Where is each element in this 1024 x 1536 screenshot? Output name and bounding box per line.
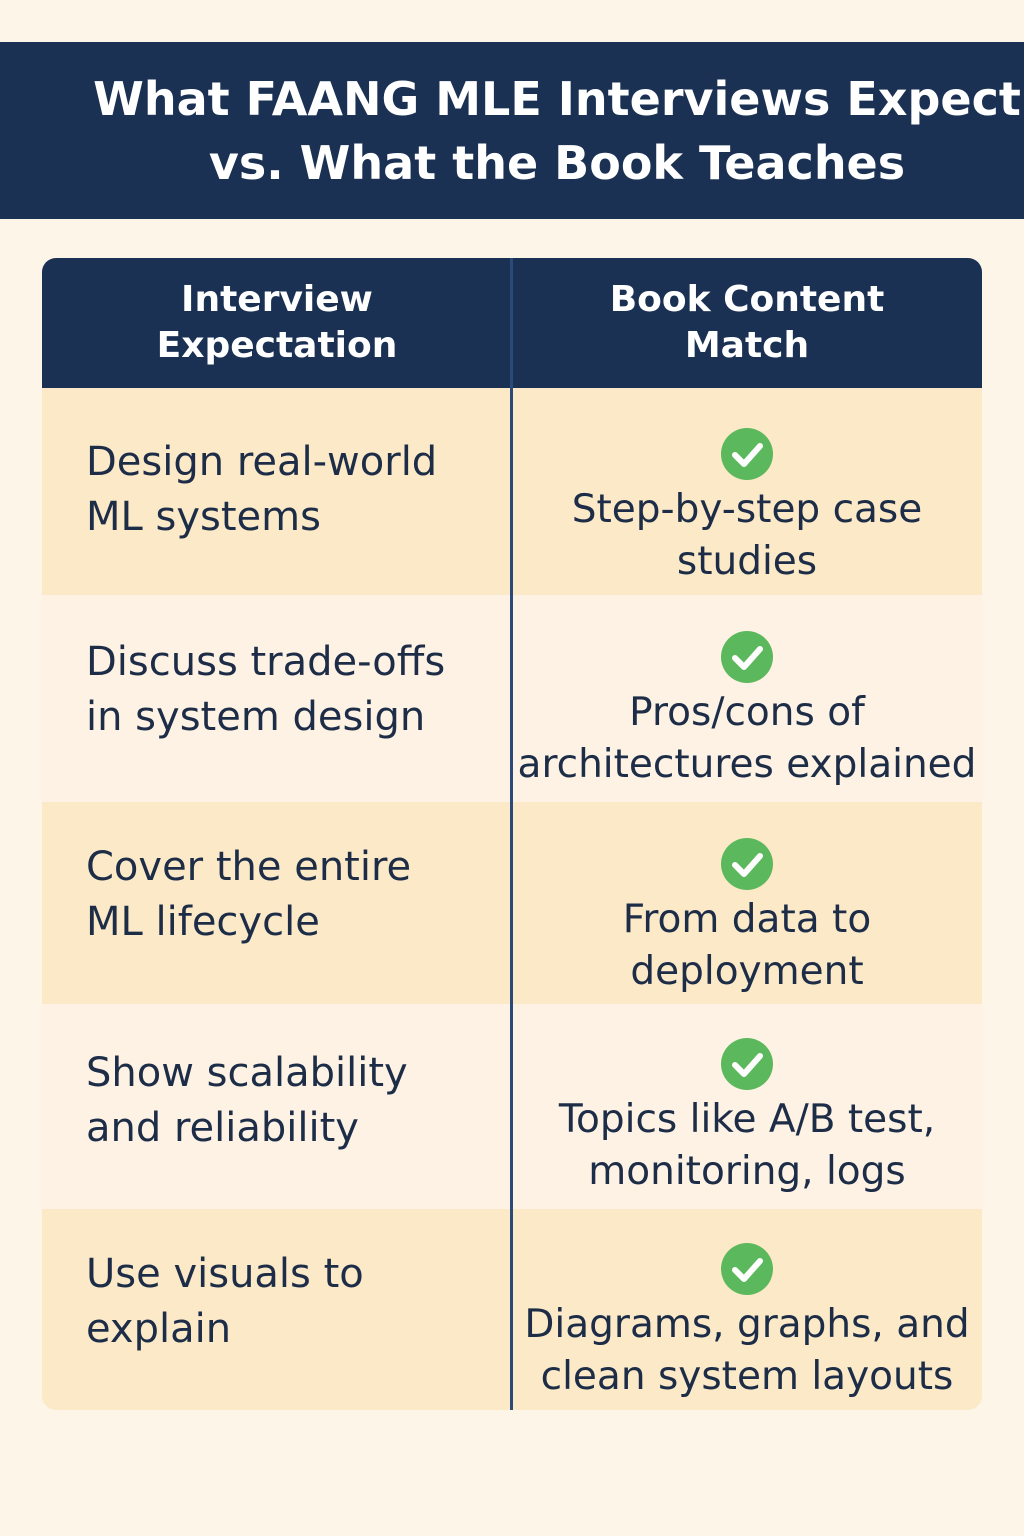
match-cell: Pros/cons of architectures explained — [512, 631, 982, 791]
expectation-line: and reliability — [86, 1105, 359, 1151]
match-cell: Topics like A/B test, monitoring, logs — [512, 1038, 982, 1198]
match-line: Diagrams, graphs, and — [524, 1302, 970, 1347]
match-line: monitoring, logs — [588, 1149, 906, 1194]
expectation-line: Use visuals to — [86, 1251, 364, 1297]
column-header-line: Book Content — [609, 279, 885, 320]
column-header-interview-expectation: Interview Expectation — [42, 258, 512, 388]
expectation-cell: Discuss trade-offs in system design — [86, 635, 506, 745]
check-circle-icon — [721, 838, 773, 890]
expectation-line: explain — [86, 1306, 232, 1352]
expectation-line: ML systems — [86, 494, 321, 540]
match-line: Step-by-step case — [571, 487, 923, 532]
column-header-book-content-match: Book Content Match — [512, 258, 982, 388]
check-circle-icon — [721, 428, 773, 480]
match-line: architectures explained — [517, 742, 977, 787]
check-circle-icon — [721, 1038, 773, 1090]
match-line: studies — [676, 539, 818, 584]
check-circle-icon — [721, 631, 773, 683]
match-line: clean system layouts — [540, 1354, 954, 1399]
match-cell: Step-by-step case studies — [512, 428, 982, 588]
title-banner: What FAANG MLE Interviews Expect vs. Wha… — [0, 42, 1024, 219]
column-header-line: Interview — [181, 279, 373, 320]
expectation-cell: Show scalability and reliability — [86, 1046, 506, 1156]
column-header-line: Expectation — [156, 325, 398, 366]
match-line: Topics like A/B test, — [558, 1097, 936, 1142]
expectation-line: in system design — [86, 694, 426, 740]
comparison-table: Interview Expectation Book Content Match… — [42, 258, 982, 1410]
expectation-line: ML lifecycle — [86, 899, 320, 945]
expectation-cell: Use visuals to explain — [86, 1247, 506, 1357]
expectation-cell: Design real-world ML systems — [86, 435, 506, 545]
match-line: Pros/cons of — [629, 690, 865, 735]
match-cell: Diagrams, graphs, and clean system layou… — [512, 1243, 982, 1403]
match-line: From data to — [622, 897, 872, 942]
expectation-line: Show scalability — [86, 1050, 408, 1096]
check-circle-icon — [721, 1243, 773, 1295]
column-divider — [510, 258, 513, 1410]
expectation-line: Discuss trade-offs — [86, 639, 446, 685]
table-row: Discuss trade-offs in system design Pros… — [42, 595, 982, 802]
page-title: What FAANG MLE Interviews Expect vs. Wha… — [3, 67, 1021, 195]
match-cell: From data to deployment — [512, 838, 982, 998]
column-header-line: Match — [684, 325, 810, 366]
page-title-line-1: What FAANG MLE Interviews Expect — [93, 71, 1021, 126]
page-title-line-2: vs. What the Book Teaches — [208, 135, 906, 190]
expectation-cell: Cover the entire ML lifecycle — [86, 840, 506, 950]
expectation-line: Cover the entire — [86, 844, 412, 890]
match-line: deployment — [630, 949, 864, 994]
expectation-line: Design real-world — [86, 439, 438, 485]
